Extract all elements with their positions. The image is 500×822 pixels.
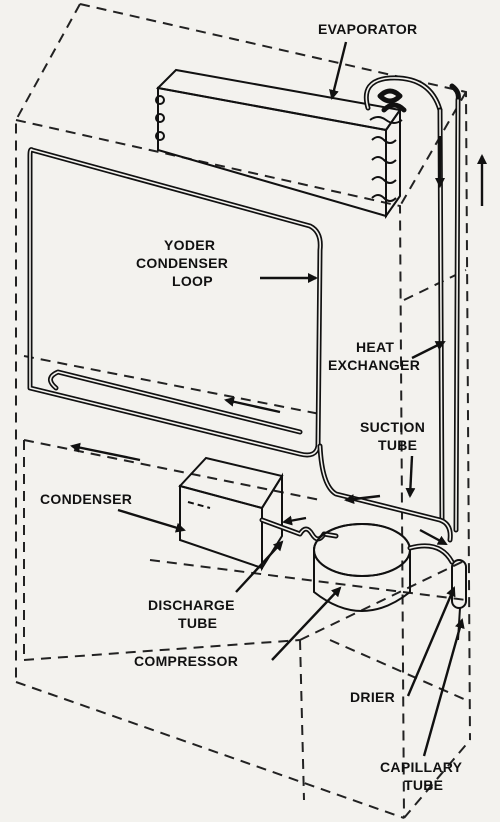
cabinet-outline: [15, 3, 471, 819]
label-heat-2: EXCHANGER: [328, 357, 420, 373]
flow-arrows: [70, 136, 487, 546]
label-condenser: CONDENSER: [40, 491, 132, 507]
label-discharge-1: DISCHARGE: [148, 597, 235, 613]
label-group: EVAPORATOR YODER CONDENSER LOOP HEAT EXC…: [40, 21, 463, 793]
yoder-condenser-loop: [27, 147, 323, 458]
label-capillary-1: CAPILLARY: [380, 759, 463, 775]
label-yoder-1: YODER: [164, 237, 215, 253]
suction-tube: [317, 443, 453, 543]
label-capillary-2: TUBE: [404, 777, 443, 793]
discharge-tube: [259, 517, 339, 542]
label-heat-1: HEAT: [356, 339, 394, 355]
label-compressor: COMPRESSOR: [134, 653, 238, 669]
label-yoder-3: LOOP: [172, 273, 213, 289]
label-suction-1: SUCTION: [360, 419, 425, 435]
label-evaporator: EVAPORATOR: [318, 21, 417, 37]
label-drier: DRIER: [350, 689, 395, 705]
label-discharge-2: TUBE: [178, 615, 217, 631]
label-suction-2: TUBE: [378, 437, 417, 453]
evaporator-unit: [155, 68, 403, 220]
condenser-unit: [178, 456, 284, 572]
evaporator-coil: [363, 75, 443, 113]
label-yoder-2: CONDENSER: [136, 255, 228, 271]
leader-arrows: [117, 41, 465, 757]
heat-exchanger: [437, 83, 461, 533]
